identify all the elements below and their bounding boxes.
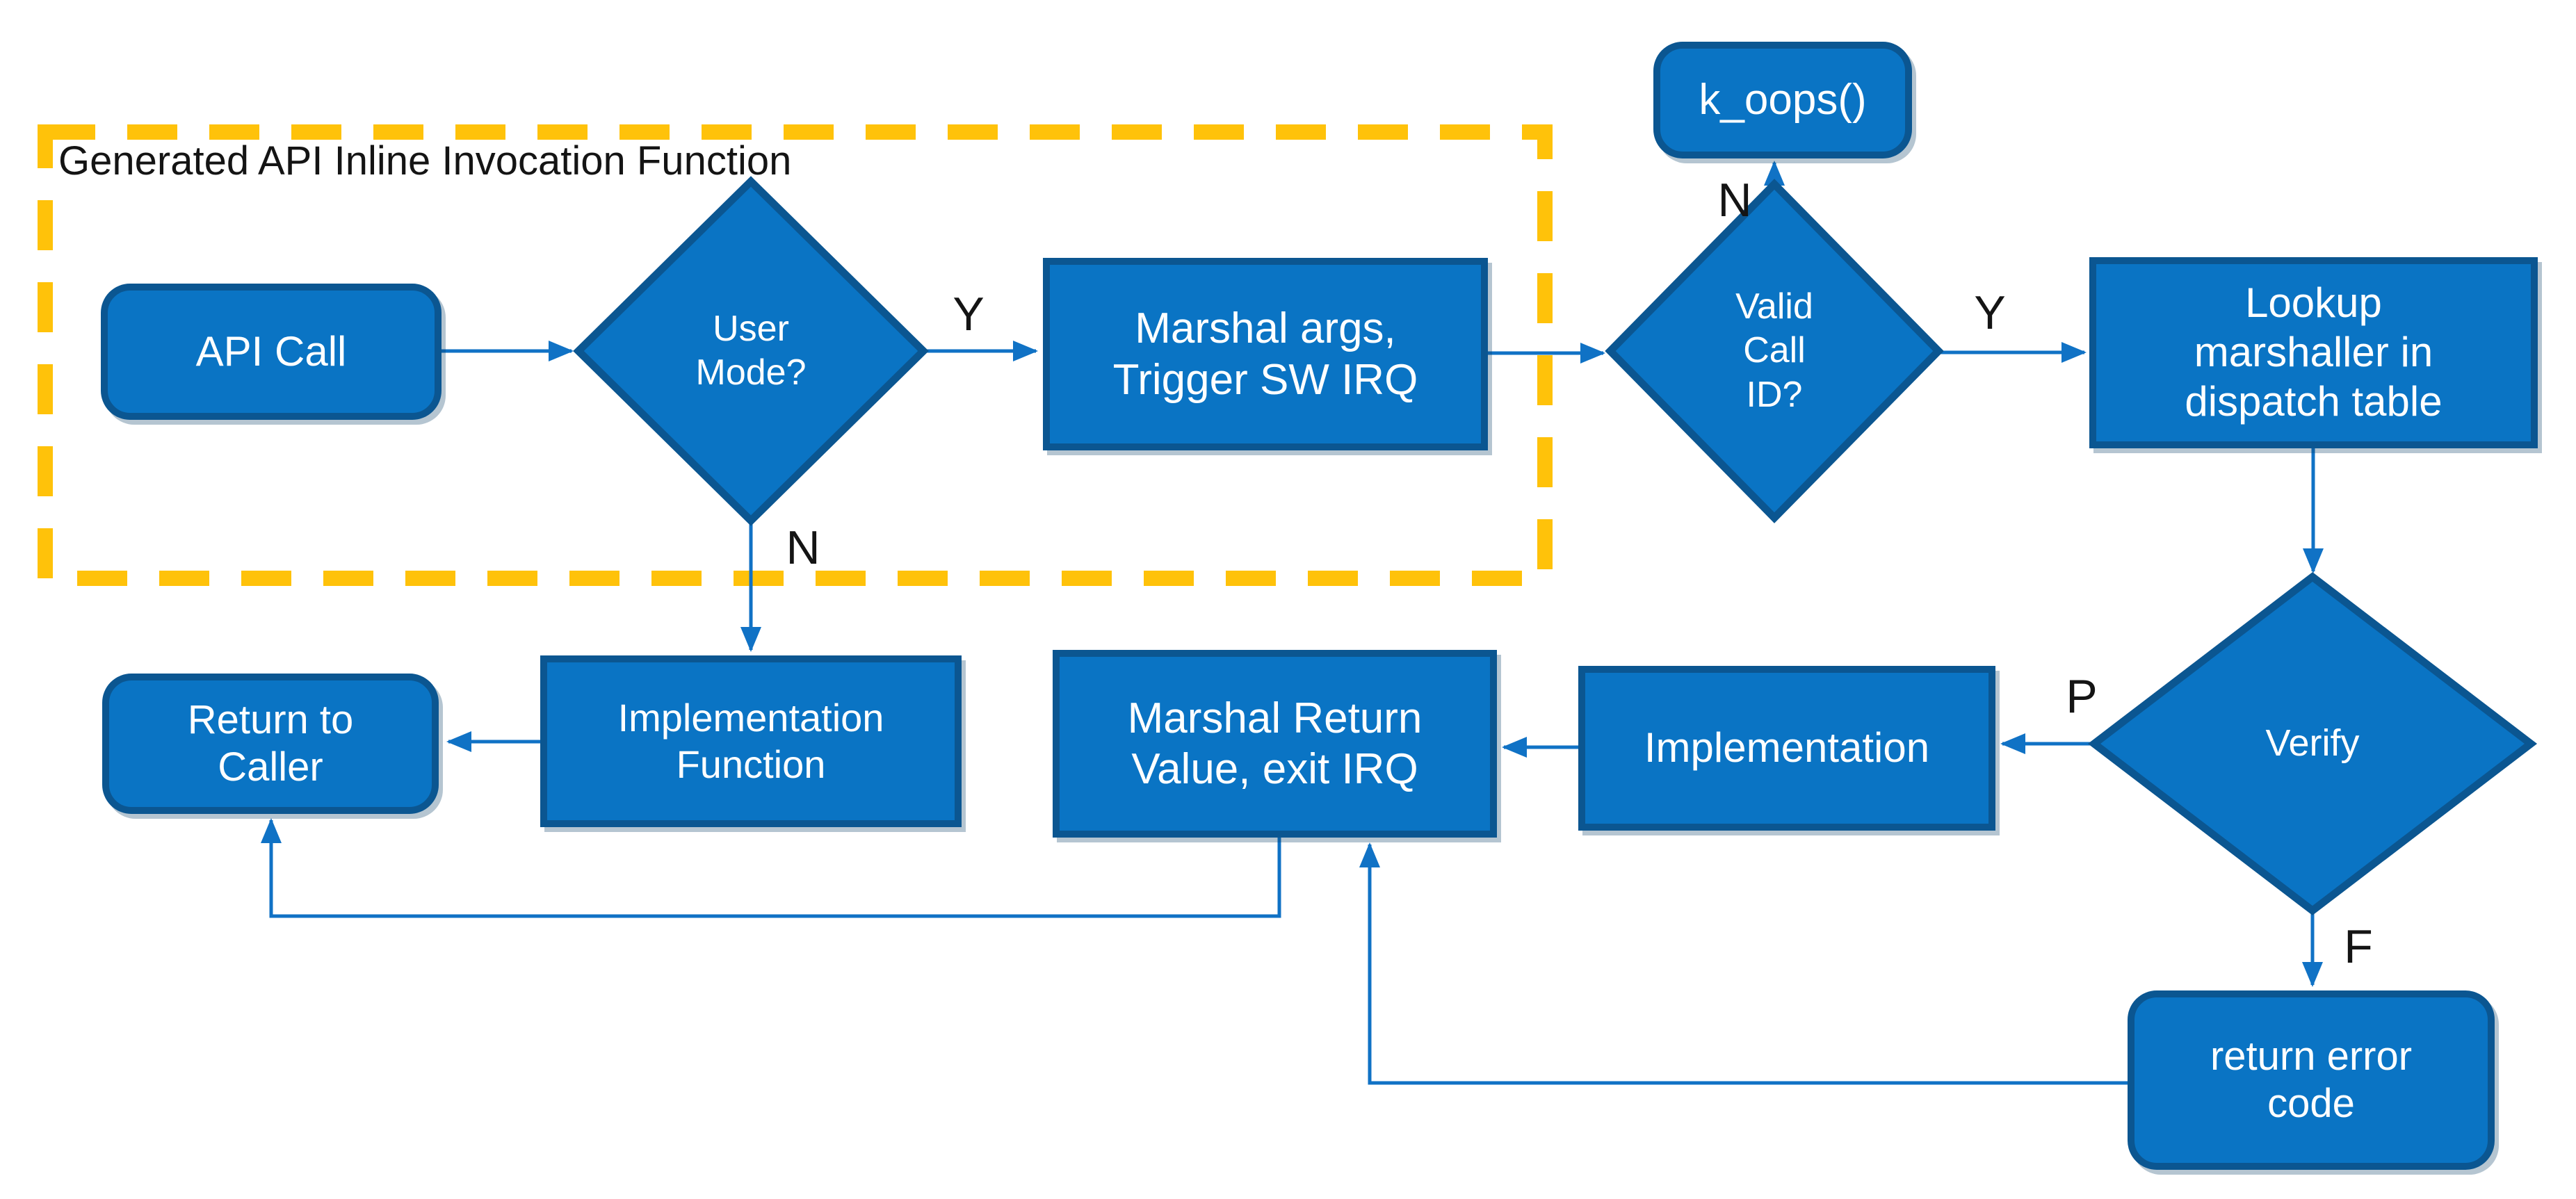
edge-label-validcall-yes: Y — [1974, 286, 2006, 339]
edge-label-verify-fail: F — [2344, 920, 2373, 973]
verify-decision-shape — [2087, 572, 2538, 915]
edge-label-usermode-yes: Y — [953, 288, 985, 341]
inline-invocation-region-border — [38, 124, 1553, 586]
region-title: Generated API Inline Invocation Function — [58, 138, 792, 183]
node-return-error-code: return error code — [2128, 990, 2495, 1170]
node-marshal-return: Marshal Return Value, exit IRQ — [1053, 650, 1497, 838]
edge-label-validcall-no: N — [1717, 174, 1752, 227]
node-return-to-caller: Return to Caller — [102, 674, 439, 814]
node-implementation: Implementation — [1578, 666, 1995, 831]
node-k-oops: k_oops() — [1653, 42, 1912, 158]
valid-call-id-decision-shape — [1605, 179, 1944, 523]
node-lookup-marshaller: Lookup marshaller in dispatch table — [2089, 257, 2538, 448]
node-api-call: API Call — [101, 284, 442, 420]
edge-returnerror-to-marshalreturn — [1359, 842, 2128, 1085]
user-mode-decision-shape — [573, 176, 929, 526]
node-implementation-function: Implementation Function — [540, 655, 962, 827]
node-marshal-args: Marshal args, Trigger SW IRQ — [1043, 258, 1488, 450]
edge-label-usermode-no: N — [786, 521, 820, 574]
edge-marshalreturn-to-returncaller — [261, 818, 1281, 918]
edge-label-verify-pass: P — [2066, 670, 2098, 723]
